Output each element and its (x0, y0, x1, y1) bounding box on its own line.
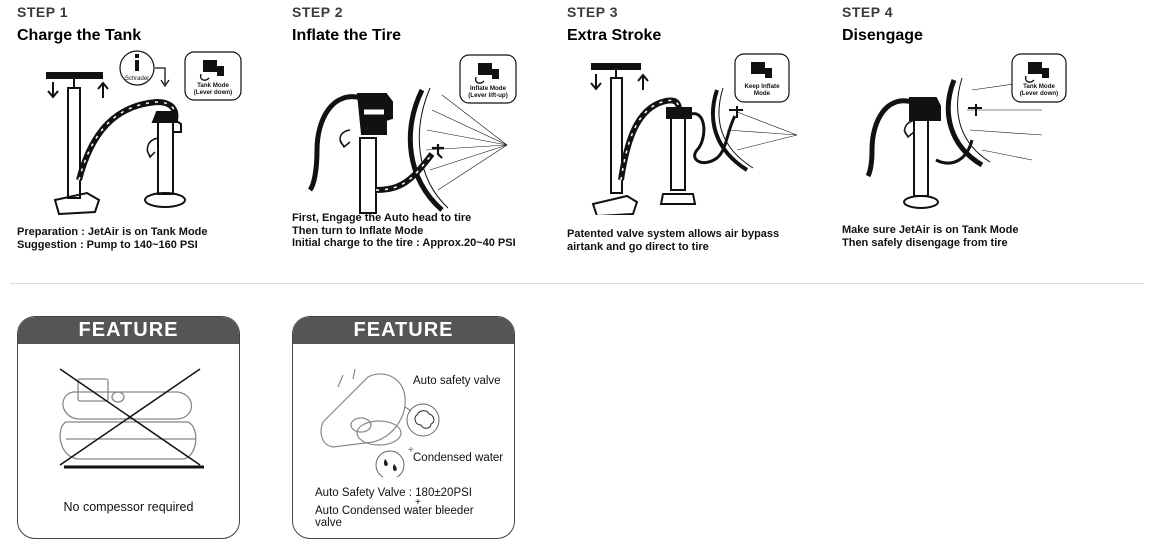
hose-to-tire (375, 152, 435, 193)
feature-card-no-compressor: FEATURE No compessor required (17, 316, 240, 539)
step-description-line: Preparation : JetAir is on Tank Mode (17, 226, 208, 238)
arrow-down-icon (590, 74, 602, 91)
wheel-spokes (425, 94, 508, 191)
spec-line: Auto Condensed water bleeder (315, 505, 474, 517)
arrow-up-icon (637, 73, 649, 90)
auto-head (909, 97, 941, 121)
air-tank (359, 137, 377, 214)
hose (865, 98, 913, 178)
tire (710, 89, 749, 172)
step-description-line: Suggestion : Pump to 140~160 PSI (17, 238, 198, 251)
step-1-illustration: Schrader Tank Mode (Lever down) (46, 50, 242, 215)
pump-barrel (610, 77, 623, 194)
mode-badge: Keep Inflate Mode (734, 53, 790, 103)
step-description: Patented valve system allows air bypass … (567, 228, 779, 253)
safety-valve-label: Auto safety valve (413, 375, 501, 387)
mode-label-line-2: Mode (754, 90, 771, 97)
arrow-down-icon (47, 82, 59, 99)
tank-base (144, 192, 186, 208)
schrader-badge: Schrader (119, 50, 170, 88)
step-title: Inflate the Tire (292, 27, 402, 44)
section-divider (10, 283, 1144, 284)
pump-barrel (67, 87, 81, 199)
step-description-line: airtank and go direct to tire (567, 240, 709, 253)
step-4-illustration: Tank Mode (Lever down) (865, 53, 1067, 209)
step-description: Make sure JetAir is on Tank Mode Then sa… (842, 224, 1018, 249)
mode-label-line-1: Keep Inflate (744, 83, 780, 90)
step-description: First, Engage the Auto head to tire Then… (292, 212, 516, 250)
tire (407, 88, 444, 212)
step-number: STEP 3 (567, 4, 618, 20)
step-description: Preparation : JetAir is on Tank Mode Sug… (17, 226, 208, 251)
spec-plus: + (415, 497, 421, 508)
pump-base (591, 194, 639, 215)
step-description-line: Then turn to Inflate Mode (292, 224, 424, 237)
mode-label-line-2: (Lever lift-up) (468, 92, 508, 99)
compressor-crossed-out-illustration (59, 368, 204, 469)
air-tank (670, 117, 686, 191)
mode-label-line-2: (Lever down) (194, 89, 233, 96)
step-description-line: Then safely disengage from tire (842, 236, 1008, 249)
feature-heading: FEATURE (293, 317, 514, 344)
feature-card-safety-valve: FEATURE + Auto safety valve Condensed wa… (292, 316, 515, 539)
step-title: Disengage (842, 27, 923, 44)
condensed-water-callout: + (375, 445, 414, 477)
step-description-line: Patented valve system allows air bypass (567, 228, 780, 240)
mode-label-line-1: Tank Mode (1023, 83, 1055, 90)
step-description-line: Initial charge to the tire : Approx.20~4… (292, 237, 516, 249)
mode-badge: Inflate Mode (Lever lift-up) (459, 54, 517, 104)
step-title: Charge the Tank (17, 27, 142, 44)
mode-label-line-2: (Lever down) (1020, 90, 1059, 97)
step-number: STEP 1 (17, 4, 68, 20)
arrow-up-icon (97, 81, 109, 98)
step-description-line: First, Engage the Auto head to tire (292, 212, 472, 224)
step-number: STEP 2 (292, 4, 343, 20)
pump-handle (591, 63, 641, 70)
pump-base (53, 191, 101, 215)
safety-valve-callout (404, 403, 440, 437)
step-2-illustration: Inflate Mode (Lever lift-up) (307, 54, 517, 214)
svg-text:+: + (408, 445, 414, 456)
step-2: STEP 2 Inflate the Tire (292, 0, 562, 270)
feature-caption: No compessor required (63, 500, 194, 514)
step-description-line: Make sure JetAir is on Tank Mode (842, 224, 1019, 236)
spec-line: Auto Safety Valve : 180±20PSI (315, 487, 472, 499)
step-1: STEP 1 Charge the Tank Schrad (17, 0, 287, 270)
cross-line (59, 368, 201, 466)
air-tank (913, 119, 929, 197)
mode-label-line-1: Tank Mode (197, 82, 229, 89)
mode-badge: Tank Mode (Lever down) (1011, 53, 1067, 103)
step-3-illustration: Keep Inflate Mode (590, 53, 798, 215)
mode-badge: Tank Mode (Lever down) (184, 51, 242, 101)
hose-to-tire (690, 112, 737, 164)
valve-illustration: + (320, 368, 440, 477)
feature-heading: FEATURE (18, 317, 239, 344)
tire (945, 79, 984, 168)
air-tank (157, 121, 174, 195)
pump-handle (46, 72, 103, 79)
hose (307, 94, 363, 192)
tank-base (903, 195, 939, 209)
condensed-water-label: Condensed water (413, 452, 504, 464)
spec-line: valve (315, 517, 342, 529)
mode-label-line-1: Inflate Mode (470, 85, 507, 92)
schrader-label: Schrader (125, 76, 149, 82)
step-title: Extra Stroke (567, 27, 662, 44)
step-3: STEP 3 Extra Stroke (567, 0, 837, 270)
step-4: STEP 4 Disengage Ta (842, 0, 1112, 270)
step-number: STEP 4 (842, 4, 893, 20)
